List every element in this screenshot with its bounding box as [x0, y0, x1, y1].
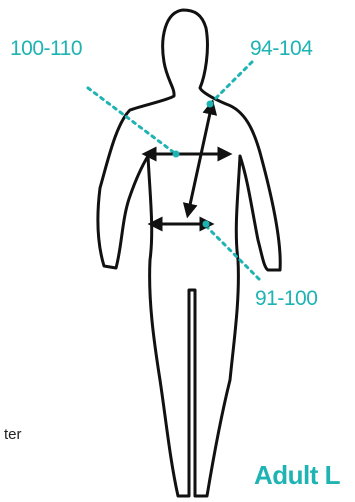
shoulder-measurement-label: 94-104 [250, 38, 312, 59]
waist-measurement-label: 91-100 [255, 288, 317, 309]
body-silhouette [98, 10, 280, 496]
chest-measurement-label: 100-110 [10, 38, 82, 59]
shoulder-point [207, 101, 214, 108]
shoulder-leader-line [210, 62, 252, 104]
partial-side-text: ter [4, 427, 22, 442]
size-title: Adult L [254, 462, 340, 488]
waist-point [203, 221, 210, 228]
chest-point [173, 151, 180, 158]
